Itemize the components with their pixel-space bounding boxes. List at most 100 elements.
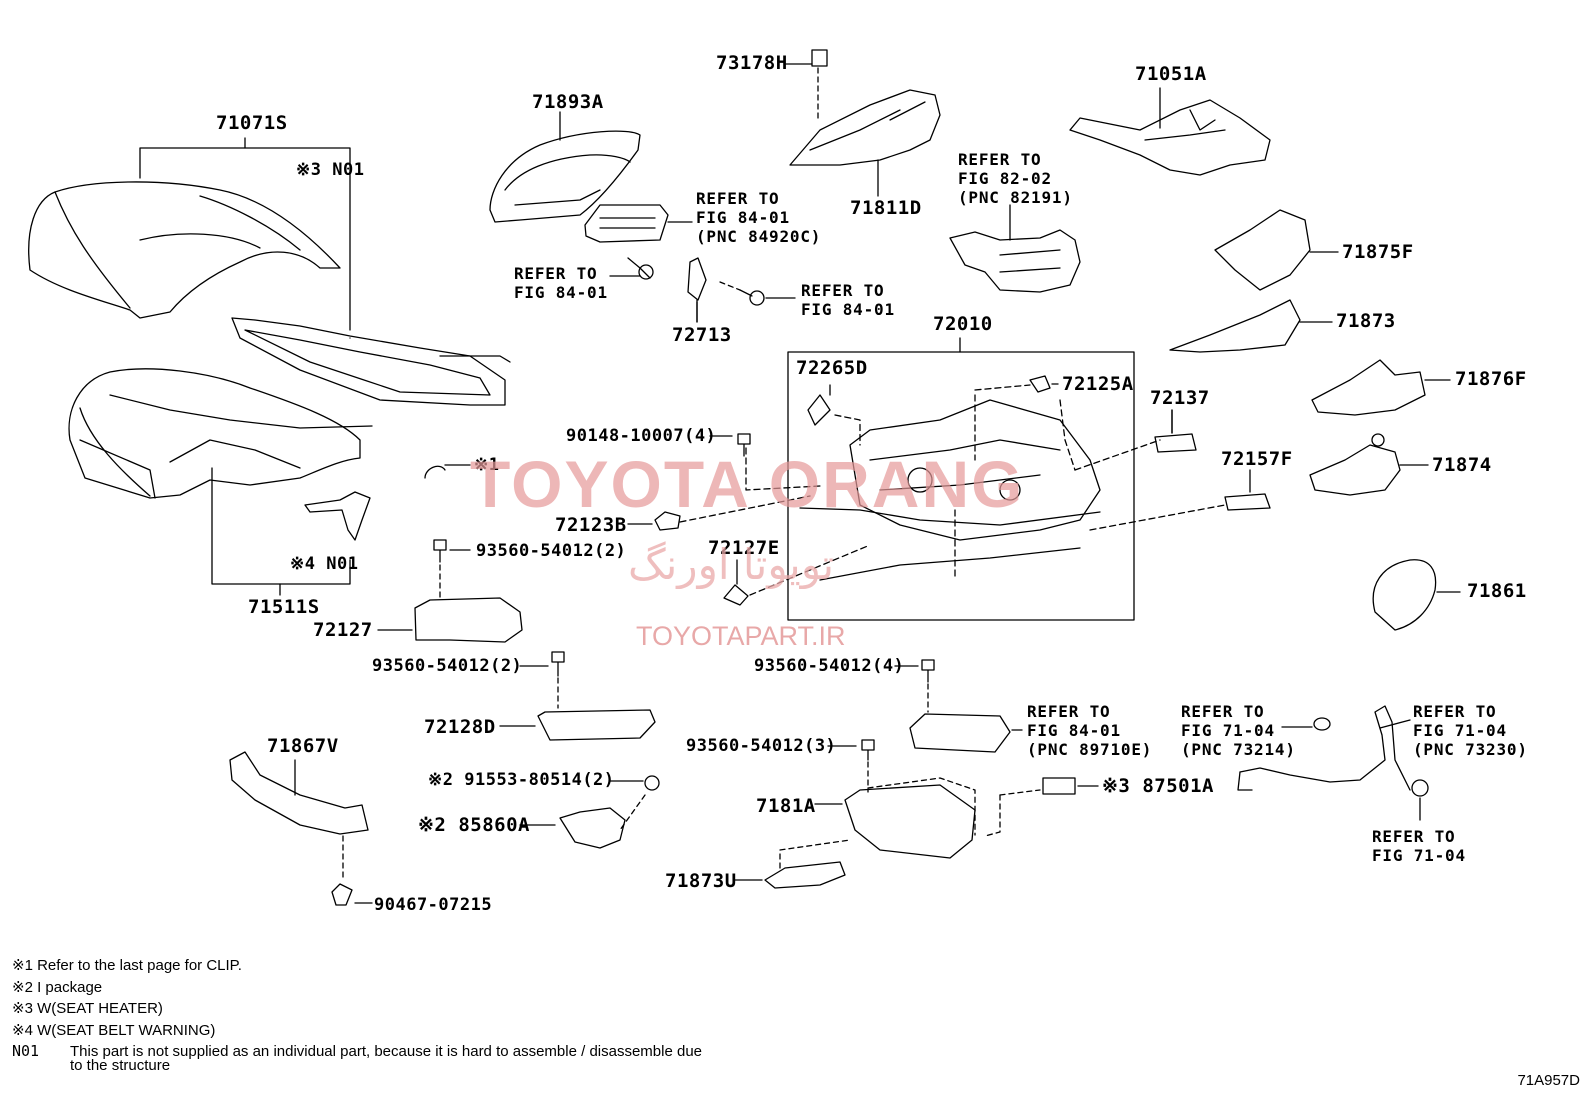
screw-93560-d-drawing xyxy=(861,739,875,761)
cover-71811d-drawing xyxy=(789,89,941,166)
mark-2b: ※2 xyxy=(418,814,447,836)
cover-72127-drawing xyxy=(414,597,523,643)
label-72265d: 72265D xyxy=(796,357,868,379)
cover-71876f-drawing xyxy=(1311,359,1426,416)
clip-72265d-drawing xyxy=(807,394,831,426)
label-71874: 71874 xyxy=(1432,454,1492,476)
bracket-71511s xyxy=(211,467,351,585)
label-73178h: 73178H xyxy=(716,52,788,74)
ecu-89710e-drawing xyxy=(909,713,1011,753)
n01-label: N01 xyxy=(332,160,365,180)
label-72123b: 72123B xyxy=(555,514,627,536)
footnote-2: ※2 I package xyxy=(12,978,103,996)
label-85860a-part: 85860A xyxy=(458,814,530,836)
harness-82191-drawing xyxy=(949,204,1081,293)
n01-label-2: N01 xyxy=(326,554,359,574)
label-7181a: 7181A xyxy=(756,795,816,817)
screw-93560-a-drawing xyxy=(433,539,447,563)
cover-71873u-drawing xyxy=(764,861,846,889)
label-71893a: 71893A xyxy=(532,91,604,113)
seat-adjuster-box xyxy=(787,351,1135,621)
screw-93560-c-drawing xyxy=(921,659,935,683)
label-71511s: 71511S xyxy=(248,596,320,618)
clip-note-mark: ※1 xyxy=(474,455,500,475)
refer-84-01-right: REFER TO FIG 84-01 xyxy=(801,281,895,319)
label-72157f: 72157F xyxy=(1221,448,1293,470)
cover-72137-drawing xyxy=(1154,433,1197,453)
footnote-1: ※1 Refer to the last page for CLIP. xyxy=(12,957,242,974)
label-72127e: 72127E xyxy=(708,537,780,559)
watermark-url: TOYOTAPART.IR xyxy=(636,621,846,651)
label-72010: 72010 xyxy=(933,313,993,335)
label-71873: 71873 xyxy=(1336,310,1396,332)
label-90467: 90467-07215 xyxy=(374,895,493,915)
footnote-4: ※4 W(SEAT BELT WARNING) xyxy=(12,1021,216,1039)
label-93560-b: 93560-54012(2) xyxy=(372,656,523,676)
mark-3b: ※3 xyxy=(1102,775,1131,797)
label-72137: 72137 xyxy=(1150,387,1210,409)
label-71876f: 71876F xyxy=(1455,368,1527,390)
label-91553-part: 91553-80514(2) xyxy=(464,770,615,790)
label-71071s: 71071S xyxy=(216,112,288,134)
clip-90467-drawing xyxy=(331,883,353,906)
refer-84-01-left: REFER TO FIG 84-01 xyxy=(514,264,608,302)
cover-71874-drawing xyxy=(1309,444,1401,496)
label-72128d: 72128D xyxy=(424,716,496,738)
cover-71867v-drawing xyxy=(229,751,369,835)
bracket-7181a-drawing xyxy=(844,784,976,859)
watermark-main: TOYOTA ORANG xyxy=(470,447,1025,521)
mark-2a: ※2 xyxy=(428,770,454,790)
heater-switch-87501a-drawing xyxy=(1042,777,1076,795)
clip-drawing xyxy=(424,465,446,479)
cover-71873-drawing xyxy=(1169,299,1301,353)
label-93560-d: 93560-54012(3) xyxy=(686,736,837,756)
label-71875f: 71875F xyxy=(1342,241,1414,263)
bracket-72713-drawing xyxy=(687,257,707,301)
frame-71051a-drawing xyxy=(1069,99,1271,176)
footnote-n01: N01 xyxy=(12,1041,242,1063)
clip-72125a-drawing xyxy=(1029,375,1051,393)
label-71861: 71861 xyxy=(1467,580,1527,602)
screw-93560-b-drawing xyxy=(551,651,565,677)
dashed-leaders-box xyxy=(834,414,861,446)
cover-71875f-drawing xyxy=(1214,209,1311,291)
label-93560-a: 93560-54012(2) xyxy=(476,541,627,561)
footnote-n01-text: This part is not supplied as an individu… xyxy=(70,1043,703,1074)
refer-73230: REFER TO FIG 71-04 (PNC 73230) xyxy=(1413,702,1528,759)
watermark-persian: تویوتا اورنگ xyxy=(628,540,835,589)
side-shield-71893a-drawing xyxy=(489,130,641,223)
label-71051a: 71051A xyxy=(1135,63,1207,85)
label-72713: 72713 xyxy=(672,324,732,346)
mark-4: ※4 xyxy=(290,554,316,574)
mark-3: ※3 xyxy=(296,160,322,180)
screw-right-drawing xyxy=(749,290,765,306)
footnote-n01-mark: N01 xyxy=(12,1042,40,1060)
bolt-90148-drawing xyxy=(737,433,751,457)
footnotes: ※1 Refer to the last page for CLIP. ※2 I… xyxy=(12,955,702,1073)
refer-71-04-bottom: REFER TO FIG 71-04 xyxy=(1372,827,1466,865)
label-71873u: 71873U xyxy=(665,870,737,892)
label-85860a: ※2 85860A xyxy=(418,816,530,835)
footnote-3: ※3 W(SEAT HEATER) xyxy=(12,1000,163,1017)
screw-91553-drawing xyxy=(644,775,660,791)
label-91553: ※2 91553-80514(2) xyxy=(428,772,615,789)
cover-72157f-drawing xyxy=(1224,493,1271,511)
seat-adjuster-72010-drawing xyxy=(799,399,1101,581)
seat-cushion-pad-drawing xyxy=(68,368,373,499)
power-seat-switch-drawing xyxy=(584,204,669,243)
clip-72127e-drawing xyxy=(723,584,749,606)
knob-71861-drawing xyxy=(1372,559,1437,631)
clip-72123b-drawing xyxy=(654,511,681,531)
seat-cushion-cover-drawing xyxy=(28,181,341,319)
harness-85860a-drawing xyxy=(559,807,626,849)
clip-73178h-drawing xyxy=(811,49,828,67)
refer-89710e: REFER TO FIG 84-01 (PNC 89710E) xyxy=(1027,702,1153,759)
mark-3-n01: ※3 N01 xyxy=(296,162,364,179)
label-93560-c: 93560-54012(4) xyxy=(754,656,905,676)
label-71867v: 71867V xyxy=(267,735,339,757)
seat-belt-buckle-drawing xyxy=(1237,705,1429,797)
seat-heater-mat-drawing xyxy=(231,317,511,406)
refer-82191: REFER TO FIG 82-02 (PNC 82191) xyxy=(958,150,1073,207)
refer-84920c: REFER TO FIG 84-01 (PNC 84920C) xyxy=(696,189,822,246)
